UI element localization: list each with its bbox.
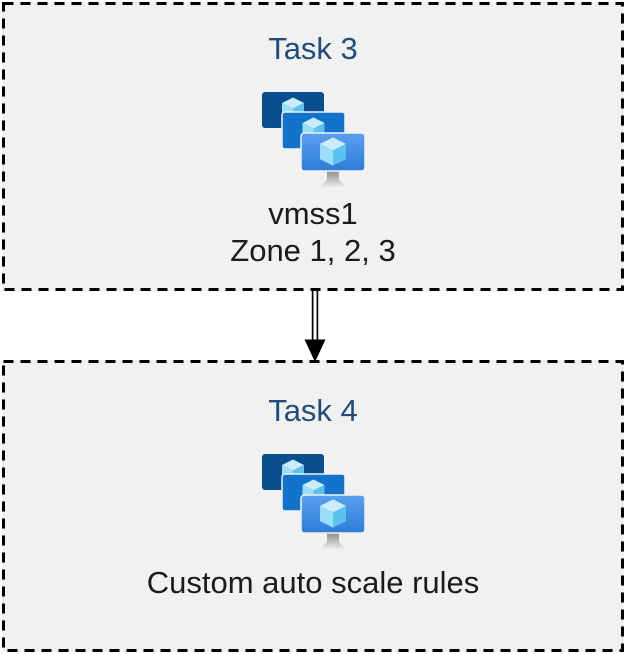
zones-label: Zone 1, 2, 3 xyxy=(230,233,396,268)
autoscale-rules-label: Custom auto scale rules xyxy=(146,565,480,600)
task3-labels: vmss1 Zone 1, 2, 3 xyxy=(230,195,395,269)
task4-box: Task 4 xyxy=(2,360,624,652)
task4-labels: Custom auto scale rules xyxy=(147,564,480,601)
task3-title: Task 3 xyxy=(268,31,358,66)
vmss-name-label: vmss1 xyxy=(268,196,358,231)
vm-scale-set-icon xyxy=(262,92,365,187)
task4-title: Task 4 xyxy=(268,393,358,428)
vm-scale-set-icon xyxy=(262,454,365,549)
down-arrow-connector-icon xyxy=(304,290,326,362)
task3-box: Task 3 xyxy=(2,2,624,291)
